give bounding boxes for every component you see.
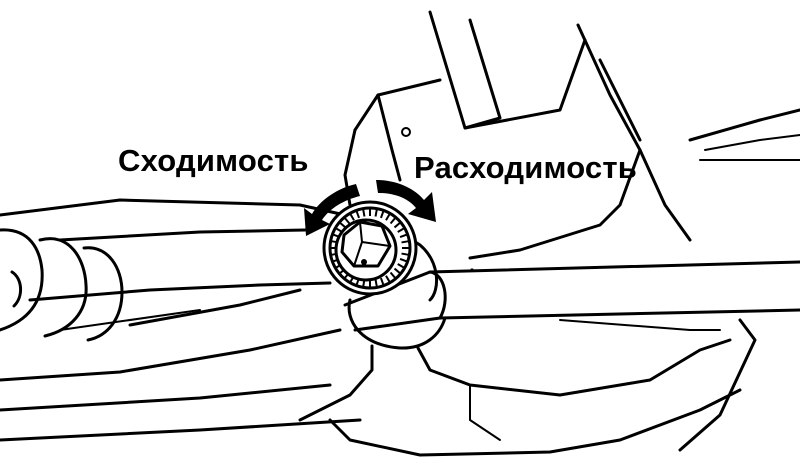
adjuster-nut <box>322 200 418 296</box>
nut-serration <box>380 277 385 286</box>
nut-serration <box>389 216 397 225</box>
nut-serration <box>401 240 410 244</box>
rubber-boot <box>0 228 124 342</box>
upper-frame-bracket <box>343 10 800 260</box>
nut-serration <box>399 233 408 238</box>
nut-serration <box>380 210 385 219</box>
surface-dot <box>470 268 474 272</box>
toe-in-arrow-icon <box>304 184 360 236</box>
nut-serration <box>397 227 406 233</box>
nut-serration <box>362 208 366 217</box>
nut-serration <box>399 258 408 263</box>
toe-out-arrow-icon <box>376 180 436 222</box>
ball-joint-housing <box>298 211 757 457</box>
toe-out-label: Расходимость <box>414 150 638 185</box>
nut-serration <box>389 271 397 280</box>
steering-knuckle-arm <box>343 260 800 332</box>
nut-serration <box>343 216 351 225</box>
nut-serration <box>385 275 391 284</box>
nut-serration <box>393 221 402 229</box>
nut-serration <box>393 267 402 275</box>
nut-serration <box>385 212 391 221</box>
nut-serration <box>338 221 347 229</box>
nut-serration <box>397 263 406 269</box>
toe-in-label: Сходимость <box>118 143 309 178</box>
nut-serration <box>349 212 355 221</box>
nut-serration <box>401 252 410 256</box>
nut-serration <box>374 208 378 217</box>
nut-serration <box>374 279 378 288</box>
nut-serration <box>355 210 360 219</box>
